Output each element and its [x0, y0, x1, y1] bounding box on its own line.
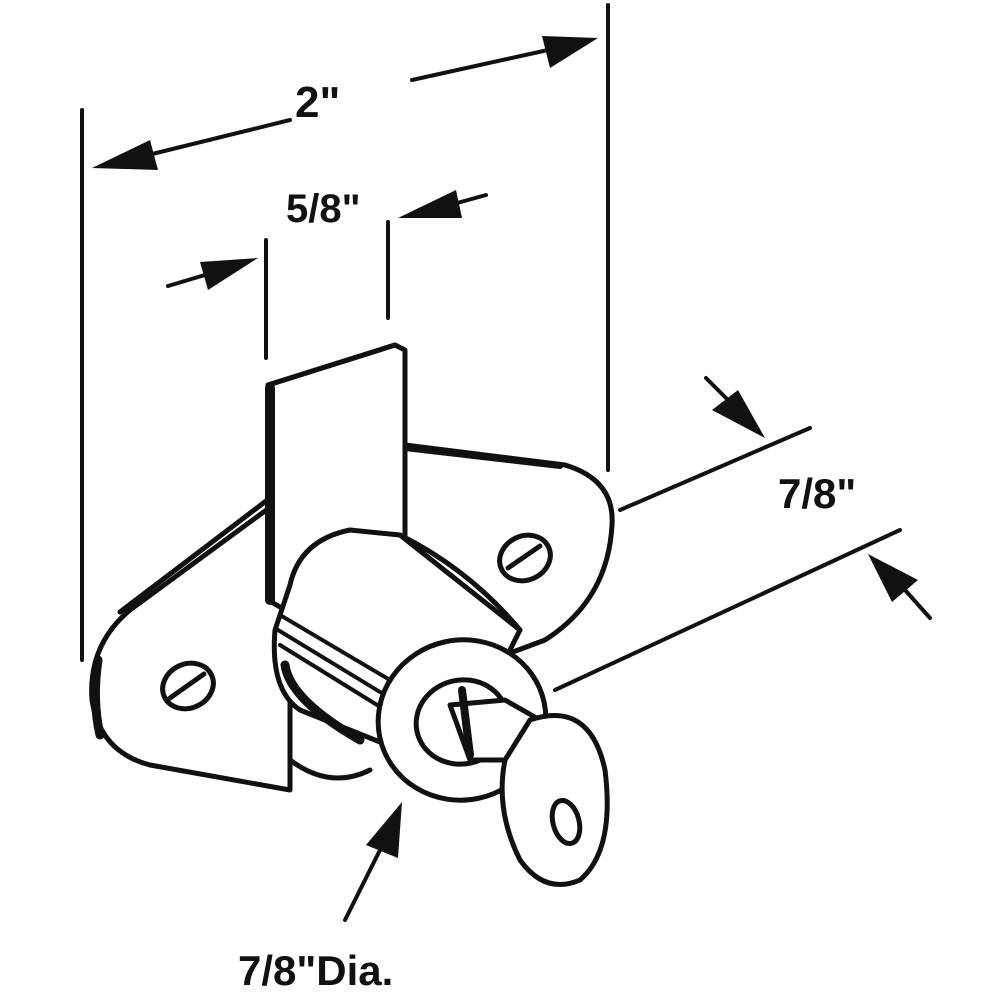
key-icon [499, 713, 610, 887]
arrow-diameter-icon [366, 802, 402, 858]
arrow-in-left-icon [200, 258, 258, 290]
overall-width-label: 2" [295, 78, 340, 127]
cylinder-length-label: 7/8" [778, 470, 856, 517]
screw-hole-right-icon [497, 532, 553, 584]
plunger-width-label: 5/8" [286, 187, 361, 231]
arrow-in-right-icon [398, 190, 462, 218]
screw-hole-left-icon [160, 660, 216, 712]
arrow-up-icon [868, 554, 918, 602]
mounting-flange-left [89, 497, 293, 793]
plunger-width-dimension: 5/8" [166, 187, 488, 360]
arrow-down-icon [712, 390, 765, 438]
cylinder-diameter-label: 7/8"Dia. [238, 947, 393, 994]
arrow-right-icon [542, 36, 598, 68]
cylinder-diameter-dimension: 7/8"Dia. [238, 802, 402, 994]
overall-width-dimension: 2" [80, 3, 610, 662]
cylinder-length-dimension: 7/8" [553, 376, 932, 692]
arrow-left-icon [92, 140, 158, 170]
lock-illustration [89, 342, 615, 887]
